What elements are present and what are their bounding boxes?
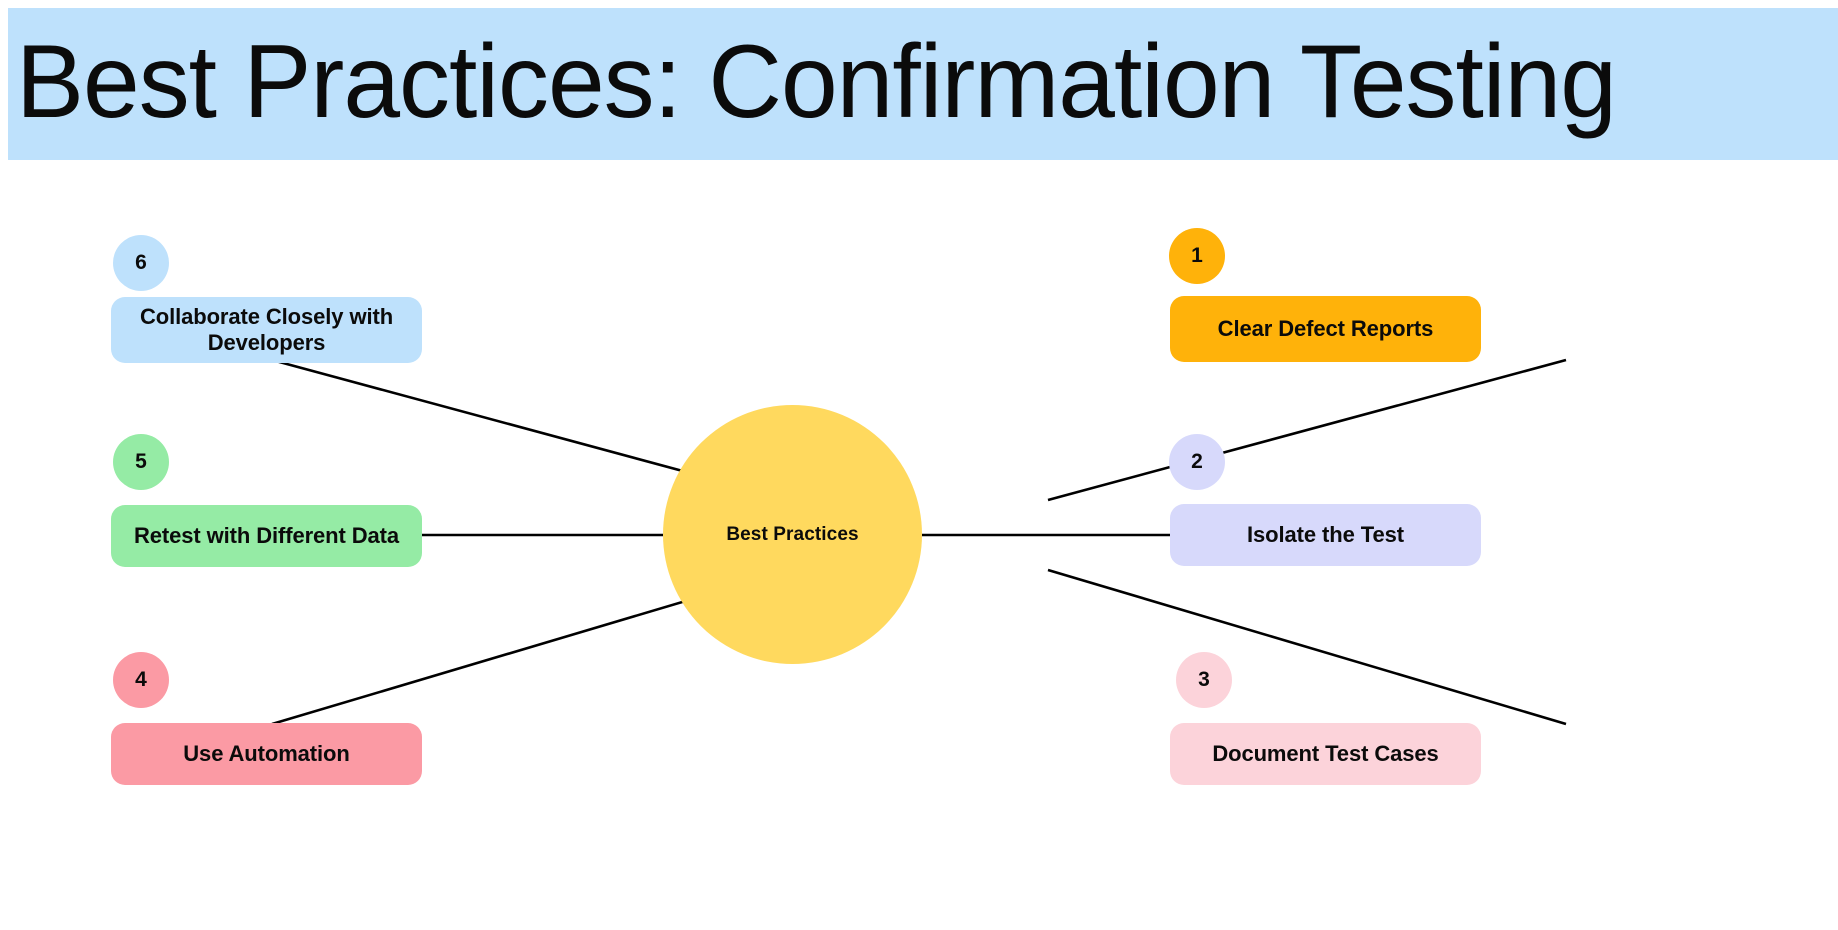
branch-node-label-5: Retest with Different Data <box>133 523 400 548</box>
branch-node-label-2: Isolate the Test <box>1247 522 1404 547</box>
branch-badge-number-2: 2 <box>1191 450 1203 473</box>
branch-node-5[interactable]: Retest with Different Data <box>111 505 422 567</box>
branch-node-label-3: Document Test Cases <box>1212 741 1439 766</box>
branch-badge-3[interactable]: 3 <box>1176 652 1232 708</box>
center-node-label: Best Practices <box>726 523 859 545</box>
branch-node-4[interactable]: Use Automation <box>111 723 422 785</box>
branch-badge-number-4: 4 <box>135 668 147 691</box>
branch-badge-number-3: 3 <box>1198 668 1210 691</box>
branch-node-6[interactable]: Collaborate Closely with Developers <box>111 297 422 363</box>
branch-badge-5[interactable]: 5 <box>113 434 169 490</box>
branch-badge-4[interactable]: 4 <box>113 652 169 708</box>
branch-badge-1[interactable]: 1 <box>1169 228 1225 284</box>
branch-node-label-4: Use Automation <box>183 741 350 766</box>
branch-badge-6[interactable]: 6 <box>113 235 169 291</box>
center-node-best-practices[interactable]: Best Practices <box>663 405 922 664</box>
connector-line-3 <box>1047 568 1567 726</box>
branch-node-label-6: Collaborate Closely with Developers <box>139 304 394 355</box>
branch-node-1[interactable]: Clear Defect Reports <box>1170 296 1481 362</box>
title-banner: Best Practices: Confirmation Testing <box>8 8 1838 160</box>
branch-badge-number-1: 1 <box>1191 244 1203 267</box>
branch-badge-number-6: 6 <box>135 251 147 274</box>
branch-node-label-1: Clear Defect Reports <box>1217 316 1434 341</box>
page-title: Best Practices: Confirmation Testing <box>16 24 1617 140</box>
branch-badge-number-5: 5 <box>135 450 147 473</box>
branch-node-2[interactable]: Isolate the Test <box>1170 504 1481 566</box>
branch-badge-2[interactable]: 2 <box>1169 434 1225 490</box>
branch-node-3[interactable]: Document Test Cases <box>1170 723 1481 785</box>
connector-line-1 <box>1047 358 1567 502</box>
